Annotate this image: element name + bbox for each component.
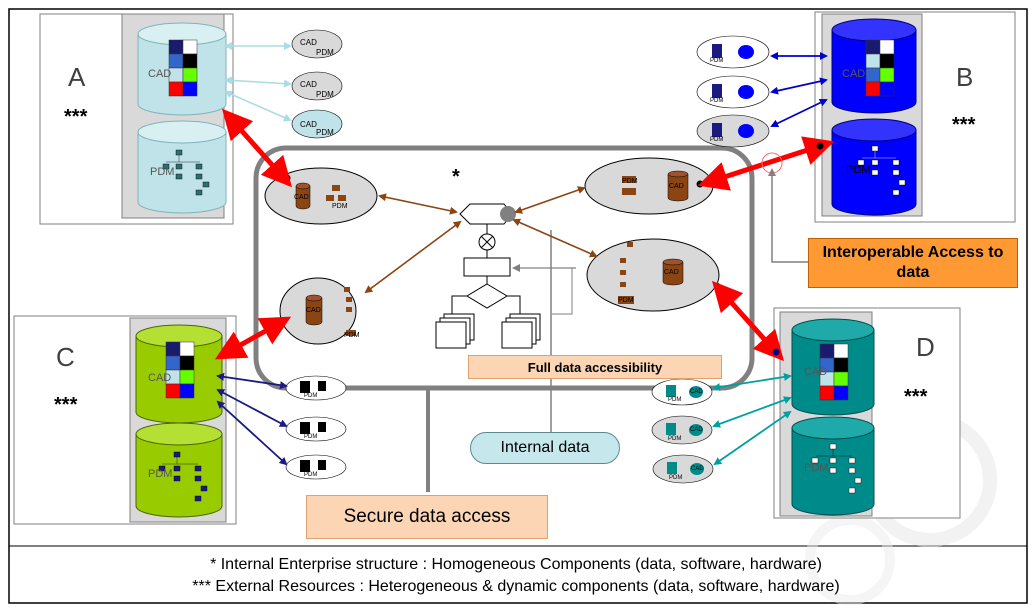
cad-label-d: CAD [804, 366, 828, 378]
cad-label-internal-4: CAD [664, 269, 679, 276]
cad-label-internal-1: CAD [294, 194, 309, 201]
document-stack-left [435, 313, 475, 349]
pdm-label-sat-b1: PDM [710, 58, 724, 64]
internal-component-1 [264, 167, 378, 225]
cad-grid-c [165, 341, 195, 399]
enterprise-c-stars: *** [54, 394, 78, 416]
pdm-label-internal-2: PDM [344, 332, 360, 339]
cad-label-internal-3: CAD [669, 183, 684, 190]
cad-label-sat-a2: CAD [300, 80, 317, 89]
cad-label-c: CAD [148, 372, 172, 384]
satellites-d [651, 372, 792, 484]
pdm-label-sat-d1: PDM [668, 397, 682, 403]
internal-exchange-arrows [364, 186, 598, 294]
database-a-pdm [137, 120, 227, 214]
pdm-label-a: PDM [150, 166, 175, 178]
enterprise-b-stars: *** [952, 114, 976, 136]
pdm-label-sat-c1: PDM [304, 393, 318, 399]
pdm-label-sat-c2: PDM [304, 434, 318, 440]
pdm-label-internal-1: PDM [332, 203, 348, 210]
connection-dots [772, 142, 824, 356]
cad-grid-b [865, 39, 895, 97]
interoperable-pointer [768, 168, 808, 263]
pdm-label-sat-d2: PDM [668, 436, 682, 442]
pdm-label-sat-d3: PDM [669, 475, 683, 481]
satellites-c [216, 372, 347, 480]
satellites-a [224, 29, 343, 139]
pdm-label-internal-4: PDM [618, 297, 634, 304]
cad-label-internal-2: CAD [306, 307, 321, 314]
cad-grid-d [819, 343, 849, 401]
cad-grid-a [168, 39, 198, 97]
pdm-tree-c [158, 451, 208, 502]
internal-component-3 [584, 157, 714, 215]
internal-enterprise-boundary [253, 145, 755, 391]
pdm-label-c: PDM [148, 468, 173, 480]
enterprise-b-letter: B [956, 62, 974, 92]
pdm-label-internal-3: PDM [622, 178, 638, 185]
satellites-b [696, 35, 828, 148]
database-b-pdm [831, 118, 917, 216]
internal-data-label: Internal data [470, 432, 620, 464]
cad-label-sat-d2: CAD [690, 427, 703, 433]
enterprise-a-stars: *** [64, 106, 88, 128]
full-accessibility-box: Full data accessibility [468, 355, 722, 379]
legend-internal-structure: * Internal Enterprise structure : Homoge… [210, 556, 822, 573]
pdm-label-b: PDM [846, 164, 871, 176]
central-hub [451, 203, 521, 314]
enterprise-d-letter: D [916, 332, 935, 362]
enterprise-a-letter: A [68, 62, 86, 92]
pdm-tree-b [857, 145, 906, 196]
pdm-label-sat-b3: PDM [710, 137, 724, 143]
cad-label-b: CAD [842, 68, 866, 80]
pdm-label-d: PDM [804, 462, 829, 474]
interoperable-access-box: Interoperable Access to data [808, 238, 1018, 288]
pdm-label-sat-a3: PDM [316, 128, 334, 137]
cad-label-a: CAD [148, 68, 172, 80]
pdm-label-sat-b2: PDM [710, 98, 724, 104]
enterprise-c-letter: C [56, 342, 75, 372]
red-exchange-arrows [214, 108, 835, 362]
internal-component-4 [586, 238, 721, 312]
legend-external-resources: *** External Resources : Heterogeneous &… [192, 578, 840, 595]
pdm-tree-a [162, 149, 210, 196]
internal-structure-marker: * [452, 166, 460, 188]
cad-label-sat-d3: CAD [691, 466, 704, 472]
pdm-label-sat-a1: PDM [316, 48, 334, 57]
internal-component-2 [278, 277, 357, 345]
enterprise-d-stars: *** [904, 386, 928, 408]
cad-label-sat-a1: CAD [300, 38, 317, 47]
cad-label-sat-d1: CAD [690, 389, 703, 395]
document-stack-right [501, 313, 541, 349]
pdm-label-sat-a2: PDM [316, 90, 334, 99]
secure-access-box: Secure data access [306, 495, 548, 539]
pdm-label-sat-c3: PDM [304, 472, 318, 478]
cad-label-sat-a3: CAD [300, 120, 317, 129]
pdm-tree-d [811, 443, 862, 494]
